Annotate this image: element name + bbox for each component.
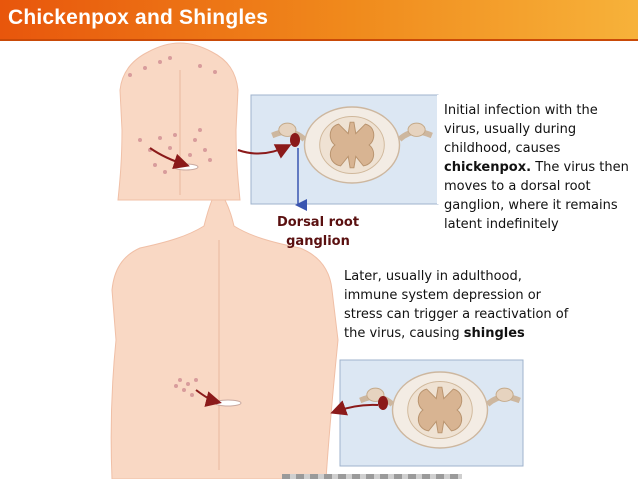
ganglion-marker-bottom: [378, 396, 388, 410]
page-title: Chickenpox and Shingles: [8, 6, 269, 29]
adult-torso: [110, 199, 339, 479]
reactivation-path-arrow: [330, 400, 379, 416]
dorsal-root-ganglion-label: Dorsal root ganglion: [276, 215, 360, 249]
footer-strip: [282, 474, 462, 479]
title-bar: Chickenpox and Shingles: [0, 0, 638, 39]
initial-infection-caption: Initial infection with the virus, usuall…: [444, 103, 629, 232]
infection-path-arrow: [237, 144, 292, 159]
ganglion-marker-top: [290, 133, 300, 147]
title-divider: [0, 39, 638, 41]
spinal-cord-panel-bottom: [339, 359, 524, 467]
reactivation-caption: Later, usually in adulthood, immune syst…: [344, 269, 569, 341]
child-torso: [117, 42, 241, 201]
